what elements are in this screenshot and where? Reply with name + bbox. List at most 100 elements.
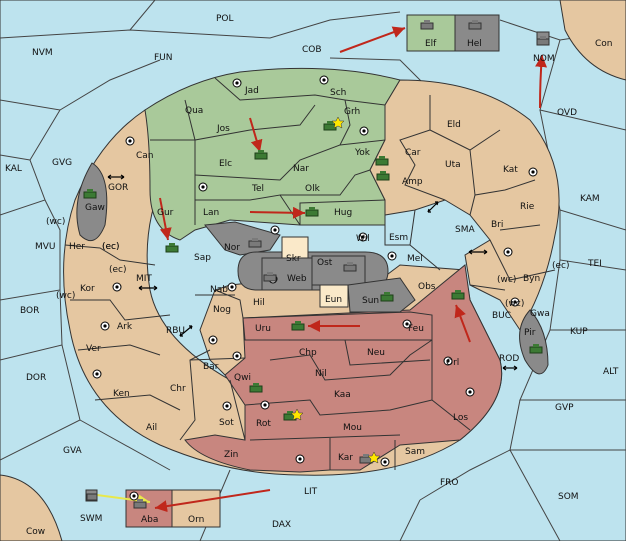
- label-Orl: Orl: [446, 358, 459, 368]
- region-Orn[interactable]: [171, 489, 221, 528]
- double-arrow-icon: [468, 249, 488, 255]
- label-KUP: KUP: [570, 327, 588, 337]
- region-Eun[interactable]: [319, 284, 349, 308]
- supply-center-icon: [232, 351, 242, 361]
- label-wc4: (wc): [505, 299, 524, 309]
- label-ec4: (ec): [552, 261, 570, 271]
- label-wc2: (wc): [56, 291, 75, 301]
- region-Pir[interactable]: [519, 309, 549, 375]
- label-Con: Con: [595, 39, 613, 49]
- tank-icon: [86, 493, 98, 501]
- label-Ver: Ver: [86, 344, 101, 354]
- tank-icon: [343, 262, 357, 272]
- region-Gaw[interactable]: [76, 162, 108, 242]
- label-BOR: BOR: [20, 306, 39, 316]
- supply-center-icon: [387, 251, 397, 261]
- label-Aba: Aba: [141, 515, 158, 525]
- star-icon: [367, 451, 381, 464]
- supply-center-icon: [528, 167, 538, 177]
- label-ALT: ALT: [603, 367, 619, 377]
- label-FRO: FRO: [440, 478, 459, 488]
- supply-center-icon: [260, 400, 270, 410]
- label-DAX: DAX: [272, 520, 291, 530]
- label-Hel: Hel: [467, 39, 482, 49]
- label-Olk: Olk: [305, 184, 321, 194]
- supply-center-icon: [208, 335, 218, 345]
- label-Chr: Chr: [170, 384, 186, 394]
- label-Rot: Rot: [256, 419, 271, 429]
- label-Kaa: Kaa: [334, 390, 351, 400]
- label-Qua: Qua: [185, 106, 203, 116]
- supply-center-icon: [100, 321, 110, 331]
- supply-center-icon: [510, 297, 520, 307]
- region-borders: [64, 77, 556, 470]
- label-Sap: Sap: [194, 253, 211, 263]
- tank-icon: [305, 207, 319, 217]
- label-GOR: GOR: [108, 183, 128, 193]
- label-SMA: SMA: [455, 225, 475, 235]
- label-Sun: Sun: [362, 296, 379, 306]
- label-Elc: Elc: [219, 159, 232, 169]
- label-Sam: Sam: [405, 447, 425, 457]
- label-SWM: SWM: [80, 514, 102, 524]
- label-Gwa: Gwa: [530, 309, 550, 319]
- label-LIT: LIT: [304, 487, 318, 497]
- label-TEI: TEI: [587, 259, 602, 269]
- label-Nab: Nab: [210, 285, 228, 295]
- units[interactable]: [83, 20, 550, 509]
- supply-center-icon: [503, 247, 513, 257]
- tank-icon: [83, 189, 97, 199]
- label-wc3: (wc): [497, 275, 516, 285]
- label-Her: Her: [69, 242, 85, 252]
- tank-icon: [468, 20, 482, 30]
- double-arrow-icon: [427, 201, 439, 213]
- label-Kor: Kor: [80, 284, 95, 294]
- label-Grh: Grh: [344, 107, 360, 117]
- label-Nil: Nil: [315, 369, 327, 379]
- order-arrows: [96, 26, 548, 513]
- label-Mel: Mel: [407, 254, 423, 264]
- tank-icon: [249, 383, 263, 393]
- supply-center-icon: [92, 369, 102, 379]
- supply-center-icon: [232, 78, 242, 88]
- label-Eun: Eun: [325, 295, 342, 305]
- label-NVM: NVM: [32, 48, 53, 58]
- convoy-links: [107, 174, 518, 371]
- tank-icon: [451, 290, 465, 300]
- star-icon: [331, 116, 345, 129]
- tank-icon: [420, 20, 434, 30]
- label-Mou: Mou: [343, 423, 362, 433]
- label-Kar: Kar: [338, 453, 353, 463]
- supply-centers: [92, 75, 538, 501]
- label-RBU: RBU: [166, 326, 185, 336]
- tank-icon: [380, 292, 394, 302]
- label-ec1: (ec): [102, 242, 120, 252]
- double-arrow-icon: [107, 174, 125, 180]
- tank-icon: [375, 156, 389, 166]
- label-Yok: Yok: [354, 148, 371, 158]
- label-SOM: SOM: [558, 492, 579, 502]
- label-Ost: Ost: [317, 258, 333, 268]
- supply-center-icon: [129, 491, 139, 501]
- label-Amp: Amp: [402, 177, 423, 187]
- label-ec2: (ec): [102, 242, 120, 252]
- supply-center-icon: [358, 232, 368, 242]
- label-GVA: GVA: [63, 446, 83, 456]
- label-Hil: Hil: [253, 298, 265, 308]
- label-Car: Car: [405, 148, 421, 158]
- region-Hel[interactable]: [454, 14, 500, 52]
- label-Gaw: Gaw: [85, 203, 105, 213]
- region-Elf[interactable]: [406, 14, 456, 52]
- double-arrow-icon: [138, 285, 158, 291]
- label-Byn: Byn: [523, 274, 540, 284]
- label-Zin: Zin: [224, 450, 238, 460]
- label-Rie: Rie: [520, 202, 535, 212]
- supply-center-icon: [465, 387, 475, 397]
- label-Cow: Cow: [26, 527, 45, 537]
- tank-icon: [536, 36, 550, 46]
- label-Neu: Neu: [367, 348, 385, 358]
- tank-icon: [165, 243, 179, 253]
- label-Los: Los: [453, 413, 468, 423]
